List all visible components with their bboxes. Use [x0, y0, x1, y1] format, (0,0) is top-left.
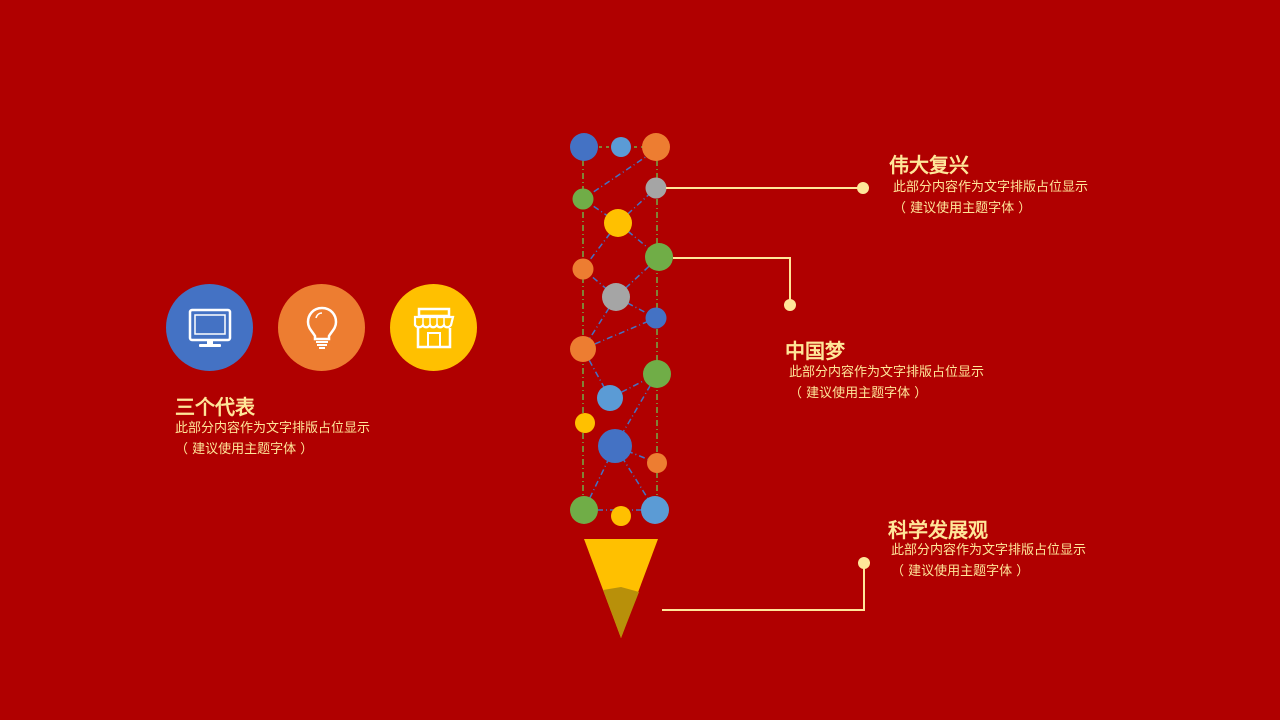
pencil-dot — [642, 133, 670, 161]
callout-1-desc-line2: （ 建议使用主题字体 ） — [893, 201, 1032, 216]
monitor-icon-circle — [166, 284, 253, 371]
monitor-icon — [188, 308, 231, 347]
left-desc-line2: （ 建议使用主题字体 ） — [175, 442, 314, 457]
lightbulb-icon-circle — [278, 284, 365, 371]
pencil-dot — [570, 496, 598, 524]
pencil-dot — [643, 360, 671, 388]
pencil-dot — [645, 307, 667, 329]
callout-dot-2 — [784, 299, 796, 311]
pencil-tip-shade — [603, 587, 639, 638]
pencil-link — [583, 445, 616, 511]
pencil-dot — [575, 413, 595, 433]
callout-dot-1 — [857, 182, 869, 194]
pencil-dot — [598, 429, 632, 463]
pencil-link — [582, 149, 657, 200]
pencil-dot — [645, 177, 667, 199]
pencil-link — [582, 296, 617, 350]
pencil-dot — [645, 243, 673, 271]
pencil-dot — [611, 137, 631, 157]
callout-1-title: 伟大复兴 — [889, 153, 969, 177]
callout-line-3 — [662, 563, 865, 611]
pencil-link — [615, 296, 657, 319]
pencil-dot — [572, 188, 594, 210]
pencil-dot — [647, 453, 667, 473]
callout-3-desc-line1: 此部分内容作为文字排版占位显示 — [891, 543, 1087, 558]
pencil-dot — [572, 258, 594, 280]
callout-2-desc: 此部分内容作为文字排版占位显示 （ 建议使用主题字体 ） — [789, 362, 984, 404]
callout-dot-3 — [858, 557, 870, 569]
callout-1-desc-line1: 此部分内容作为文字排版占位显示 — [893, 180, 1089, 195]
callout-3-desc: 此部分内容作为文字排版占位显示 （ 建议使用主题字体 ） — [891, 540, 1086, 582]
callout-3-desc-line2: （ 建议使用主题字体 ） — [891, 564, 1030, 579]
pencil-dot — [604, 209, 632, 237]
pencil-dot — [602, 283, 630, 311]
left-desc-line1: 此部分内容作为文字排版占位显示 — [175, 421, 371, 436]
callout-1-desc: 此部分内容作为文字排版占位显示 （ 建议使用主题字体 ） — [893, 177, 1088, 219]
lightbulb-icon — [306, 306, 337, 349]
callout-3-title: 科学发展观 — [888, 518, 988, 542]
pencil-link — [582, 317, 657, 350]
pencil-dot — [611, 506, 631, 526]
pencil-dot — [570, 133, 598, 161]
pencil-dot — [597, 385, 623, 411]
pencil-dot — [570, 336, 596, 362]
pencil-dot — [641, 496, 669, 524]
callout-2-title: 中国梦 — [785, 339, 845, 363]
store-icon — [413, 307, 454, 348]
left-title: 三个代表 — [175, 395, 255, 419]
left-desc: 此部分内容作为文字排版占位显示 （ 建议使用主题字体 ） — [175, 418, 370, 460]
store-icon-circle — [390, 284, 477, 371]
pencil-link — [614, 445, 658, 464]
callout-line-2 — [673, 257, 791, 305]
callout-2-desc-line2: （ 建议使用主题字体 ） — [789, 386, 928, 401]
callout-2-desc-line1: 此部分内容作为文字排版占位显示 — [789, 365, 985, 380]
